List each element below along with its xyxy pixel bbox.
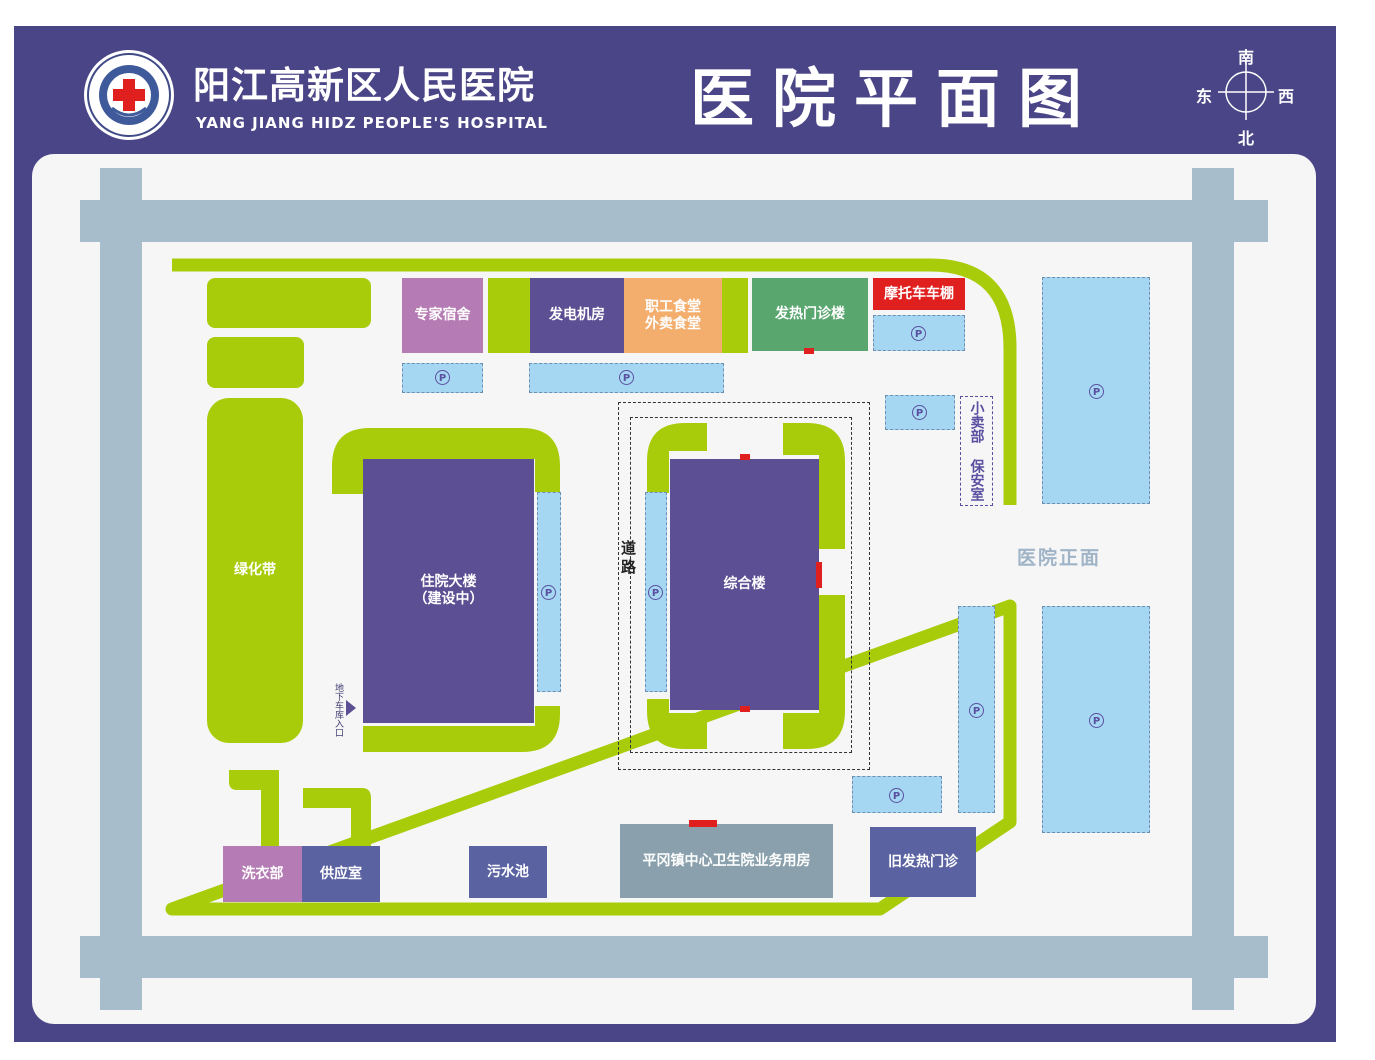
- hospital-name-cn: 阳江高新区人民医院: [193, 63, 535, 107]
- road-bottom: [80, 936, 1268, 978]
- old-fever-clinic-label: 旧发热门诊: [888, 853, 958, 870]
- underground-entrance-label: 地下车库入口: [333, 683, 343, 737]
- shop-security-room: 小卖部 保安室: [960, 396, 993, 506]
- pinggang-clinic: 平冈镇中心卫生院业务用房: [620, 824, 833, 898]
- parking-icon: P: [1089, 713, 1104, 728]
- road-left: [100, 168, 142, 1010]
- sewage-pool: 污水池: [469, 846, 547, 898]
- parking-lot: P: [1042, 277, 1150, 504]
- parking-lot: P: [529, 363, 724, 393]
- expert-dorm: 专家宿舍: [402, 278, 483, 353]
- map-title: 医院平面图: [690, 63, 1100, 137]
- laundry: 洗衣部: [223, 846, 302, 902]
- general-building-inner-border: [630, 417, 852, 753]
- entrance-marker: [816, 562, 822, 588]
- motorcycle-shed-label: 摩托车车棚: [884, 285, 954, 302]
- parking-lot: P: [885, 395, 955, 430]
- green-belt: 绿化带: [207, 398, 303, 743]
- road-top: [80, 200, 1268, 242]
- green-area: [207, 278, 371, 328]
- fever-clinic-label: 发热门诊楼: [775, 306, 845, 322]
- laundry-label: 洗衣部: [241, 865, 284, 882]
- entrance-marker: [740, 706, 750, 712]
- generator-room-label: 发电机房: [549, 307, 605, 323]
- canteen-label: 职工食堂 外卖食堂: [645, 298, 701, 332]
- green-area: [207, 337, 304, 388]
- green-area: [722, 278, 748, 353]
- hospital-front-label: 医院正面: [1016, 547, 1101, 569]
- hospital-logo-icon: [82, 48, 176, 142]
- parking-lot: P: [852, 776, 942, 813]
- generator-room: 发电机房: [530, 278, 624, 353]
- entrance-marker: [740, 454, 750, 460]
- parking-icon: P: [648, 585, 663, 600]
- parking-lot: P: [873, 315, 965, 351]
- entrance-marker: [804, 348, 814, 354]
- green-area: [229, 770, 371, 848]
- supply-room: 供应室: [302, 846, 380, 902]
- compass-bottom-label: 北: [1237, 129, 1254, 148]
- inpatient-label: 住院大楼 （建设中）: [413, 574, 484, 607]
- old-fever-clinic: 旧发热门诊: [870, 827, 976, 897]
- general-building-label: 综合楼: [723, 576, 766, 592]
- inpatient-green-surround: [332, 428, 560, 752]
- general-green-surround: [647, 423, 845, 749]
- parking-icon: P: [912, 405, 927, 420]
- sewage-pool-label: 污水池: [487, 863, 529, 880]
- road-right: [1192, 168, 1234, 1010]
- inpatient-building: 住院大楼 （建设中）: [363, 459, 534, 723]
- parking-icon: P: [969, 703, 984, 718]
- parking-lot: P: [537, 492, 561, 692]
- parking-lot: P: [645, 492, 667, 692]
- expert-dorm-label: 专家宿舍: [414, 307, 471, 323]
- general-building: 综合楼: [670, 459, 819, 710]
- campus-boundary: [165, 258, 1017, 916]
- fever-clinic-building: 发热门诊楼: [752, 278, 868, 351]
- green-belt-label: 绿化带: [234, 562, 276, 578]
- parking-icon: P: [435, 370, 450, 385]
- compass-icon: [1218, 64, 1274, 120]
- parking-lot: P: [1042, 606, 1150, 833]
- supply-room-label: 供应室: [320, 865, 362, 882]
- parking-lot: P: [402, 363, 483, 393]
- shop-security-label: 小卖部 保安室: [968, 401, 985, 501]
- road-label: 道路: [619, 540, 637, 578]
- compass-right-label: 西: [1277, 87, 1294, 106]
- parking-icon: P: [619, 370, 634, 385]
- canteen: 职工食堂 外卖食堂: [624, 278, 722, 353]
- compass-left-label: 东: [1195, 87, 1212, 106]
- pinggang-clinic-label: 平冈镇中心卫生院业务用房: [642, 852, 811, 869]
- parking-icon: P: [889, 788, 904, 803]
- parking-icon: P: [1089, 384, 1104, 399]
- green-area: [488, 278, 530, 353]
- motorcycle-shed: 摩托车车棚: [873, 278, 965, 310]
- compass-top-label: 南: [1237, 48, 1254, 67]
- general-building-area: [618, 402, 870, 770]
- parking-icon: P: [911, 326, 926, 341]
- hospital-name-en: YANG JIANG HIDZ PEOPLE'S HOSPITAL: [196, 114, 548, 132]
- entrance-marker: [689, 820, 717, 827]
- parking-lot: P: [958, 606, 995, 813]
- parking-icon: P: [541, 585, 556, 600]
- arrow-right-icon: [346, 700, 356, 716]
